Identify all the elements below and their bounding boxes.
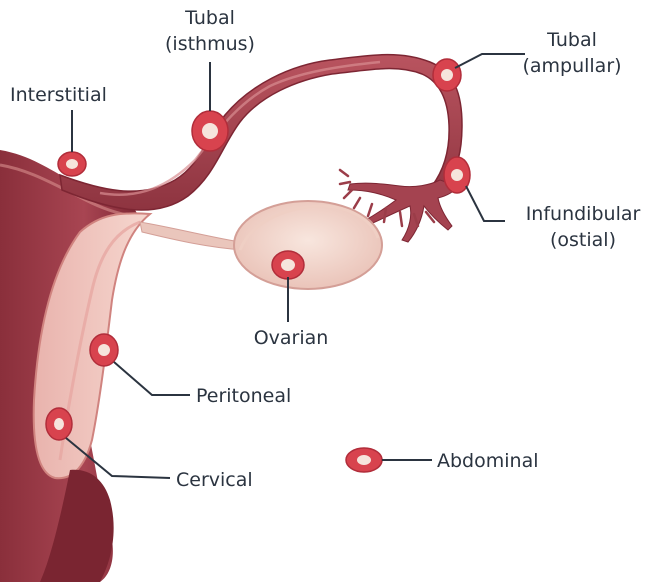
implant-ovarian xyxy=(272,251,304,279)
implant-cervical xyxy=(46,408,72,440)
label-abdominal: Abdominal xyxy=(437,450,539,472)
implant-peritoneal xyxy=(90,334,118,366)
uterus xyxy=(0,150,150,582)
implant-interstitial xyxy=(58,152,86,176)
label-cervical: Cervical xyxy=(176,469,253,491)
label-tubal-ampullar-line2: (ampullar) xyxy=(522,55,621,77)
label-ovarian: Ovarian xyxy=(254,327,329,349)
leader-tubal-ampullar xyxy=(455,54,525,68)
leader-peritoneal xyxy=(114,362,190,395)
label-infundibular-line1: Infundibular xyxy=(526,203,641,225)
implant-abdominal xyxy=(346,448,382,472)
label-tubal-isthmus-line2: (isthmus) xyxy=(165,33,255,55)
label-tubal-ampullar-line1: Tubal xyxy=(546,29,597,51)
tube-highlight xyxy=(100,62,380,195)
implant-tubal-isthmus xyxy=(192,111,228,151)
implant-tubal-ampullar xyxy=(433,59,461,91)
ovarian-ligament xyxy=(140,222,244,250)
label-peritoneal: Peritoneal xyxy=(196,385,291,407)
label-interstitial: Interstitial xyxy=(10,84,107,106)
ovary xyxy=(234,201,382,289)
label-tubal-isthmus-line1: Tubal xyxy=(184,7,235,29)
label-infundibular-line2: (ostial) xyxy=(550,229,616,251)
leader-infundibular xyxy=(466,186,505,221)
